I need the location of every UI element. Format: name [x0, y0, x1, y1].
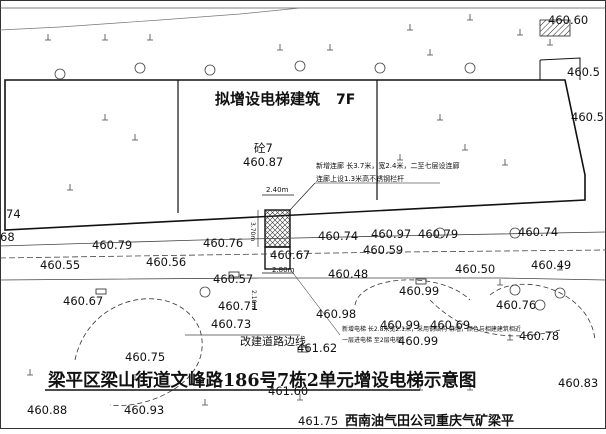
elev-label: 460.57	[213, 272, 253, 286]
tree-area-left	[74, 298, 203, 406]
elev-label: 460.67	[270, 248, 310, 262]
elev-label: 460.59	[363, 243, 403, 257]
elevation-labels: 460.60 460.5 460.5 74 68 460.79 460.76 4…	[0, 13, 604, 428]
tree-area-mid	[354, 279, 471, 306]
elev-label: 461.60	[268, 384, 308, 398]
elev-label: 460.88	[27, 403, 67, 417]
dim-side-length: 3.70m	[249, 222, 256, 241]
elev-label: 460.48	[328, 267, 368, 281]
elev-label: 460.79	[92, 238, 132, 252]
elev-label: 460.67	[63, 294, 103, 308]
building-material: 砼7	[254, 141, 273, 155]
grass-symbols	[27, 14, 563, 406]
road-line-2	[0, 249, 606, 259]
elevator-shaft[interactable]	[264, 209, 291, 248]
drawing-title-banner: 梁平区梁山街道文峰路186号7栋2单元增设电梯示意图	[47, 370, 476, 391]
elev-label: 461.75	[298, 414, 338, 428]
elev-label: 460.75	[125, 350, 165, 364]
circle-markers	[54, 60, 566, 311]
elev-label: 460.74	[318, 229, 358, 243]
elev-label: 460.74	[518, 225, 558, 239]
road-line-3	[0, 277, 606, 281]
road-label: 改建道路边线	[240, 334, 306, 348]
elev-label: 461.62	[297, 341, 337, 355]
elev-label: 460.73	[211, 317, 251, 331]
dim-elev-width: 2.80m	[272, 266, 295, 274]
elev-label: 460.5	[567, 65, 600, 79]
corridor-note-line2: 连廊上设1.3米高不锈钢栏杆	[316, 174, 404, 183]
elev-label: 460.50	[455, 262, 495, 276]
elevator-corridor[interactable]	[264, 246, 291, 270]
elev-label: 460.79	[418, 227, 458, 241]
elev-label: 460.83	[558, 376, 598, 390]
elevator-note-line2: 一层进电梯 至2层电梯	[342, 336, 402, 344]
elev-label: 460.49	[531, 258, 571, 272]
elev-label: 460.76	[203, 236, 243, 250]
corridor-leader-line	[289, 182, 316, 211]
manhole-markers	[95, 271, 427, 353]
main-building-outline	[4, 79, 586, 231]
building-title: 拟增设电梯建筑	[215, 90, 320, 108]
elev-label: 460.55	[40, 258, 80, 272]
elev-label: 460.99	[380, 318, 420, 332]
elev-label: 460.97	[371, 227, 411, 241]
building-floors: 7F	[336, 92, 355, 108]
elev-label: 460.60	[548, 13, 588, 27]
elevator-note-line1: 新增电梯 长2.8米宽2.1米，采用钢结构 幕墙，颜色与相建建筑相近	[342, 325, 521, 333]
elev-label: 460.78	[519, 329, 559, 343]
elev-label: 460.98	[316, 307, 356, 321]
dim-top-width: 2.40m	[266, 186, 289, 194]
elevator-leader-line	[289, 268, 341, 336]
dim-elev-depth: 2.10m	[250, 290, 257, 309]
elev-label: 460.56	[146, 255, 186, 269]
elev-label: 460.5	[571, 110, 604, 124]
top-contour-line	[0, 7, 301, 31]
elev-label: 460.69	[430, 318, 470, 332]
tree-area-right-2	[429, 299, 561, 337]
elev-label: 460.99	[398, 334, 438, 348]
elev-label: 460.93	[124, 403, 164, 417]
company-label: 西南油气田公司重庆气矿梁平	[345, 413, 514, 429]
elev-label: 460.71	[218, 299, 258, 313]
corridor-note-line1: 新增连廊 长3.7米，宽2.4米，二至七层设连廊	[316, 161, 460, 170]
top-right-hatched-area	[539, 19, 571, 37]
elev-label: 460.76	[496, 298, 536, 312]
building-annex	[539, 57, 581, 80]
elev-label: 68	[0, 230, 15, 244]
building-elevation: 460.87	[243, 155, 283, 169]
tree-area-right	[489, 283, 596, 341]
elev-label: 460.99	[399, 284, 439, 298]
elev-label: 74	[6, 207, 21, 221]
road-line-1	[0, 231, 606, 247]
